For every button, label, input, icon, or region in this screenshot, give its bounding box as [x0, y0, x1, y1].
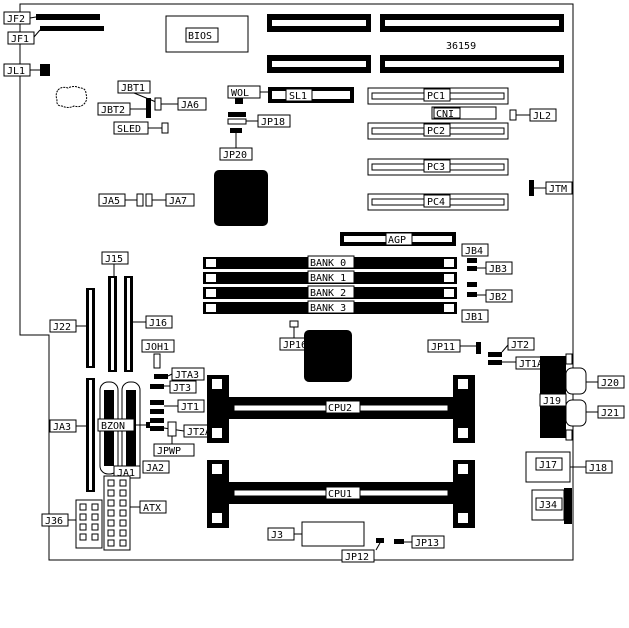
- battery-outline: [55, 86, 88, 108]
- svg-text:BANK 0: BANK 0: [310, 258, 346, 269]
- j22-label: J22: [53, 322, 71, 333]
- jl1-label: JL1: [7, 66, 25, 77]
- jbt2-label: JBT2: [101, 105, 125, 116]
- j18-label: J18: [589, 463, 607, 474]
- atx-label: ATX: [143, 503, 161, 514]
- jt1-label: JT1: [181, 402, 199, 413]
- jt1a-label: JT1A: [519, 359, 543, 370]
- jta3-label: JTA3: [175, 370, 199, 381]
- ja6-label: JA6: [181, 100, 199, 111]
- bios-chip: BIOS: [165, 15, 249, 53]
- j34-label: J34: [539, 500, 557, 511]
- memory-bank-0: BANK 0: [203, 255, 457, 269]
- svg-text:CNI: CNI: [436, 109, 454, 120]
- pci-slot-4: PC4: [367, 193, 509, 211]
- jp12-label: JP12: [345, 552, 369, 563]
- j21-label: J21: [601, 408, 619, 419]
- memory-bank-2: BANK 2: [203, 285, 457, 299]
- j15-label: J15: [105, 254, 123, 265]
- jf2-connector: JF2: [3, 11, 100, 25]
- jt2-label: JT2: [511, 340, 529, 351]
- jf2-label: JF2: [7, 14, 25, 25]
- svg-text:BANK 2: BANK 2: [310, 288, 346, 299]
- jf1-label: JF1: [11, 34, 29, 45]
- joh1-label: JOH1: [145, 342, 169, 353]
- j20-label: J20: [601, 378, 619, 389]
- bios-label: BIOS: [188, 31, 212, 42]
- processor-chip: [304, 330, 352, 382]
- jb2-label: JB2: [489, 292, 507, 303]
- svg-text:CPU1: CPU1: [328, 489, 352, 500]
- agp-slot: AGP: [340, 232, 456, 246]
- jbt1-label: JBT1: [121, 83, 145, 94]
- svg-text:PC1: PC1: [427, 91, 445, 102]
- jb3-label: JB3: [489, 264, 507, 275]
- jp16-label: JP16: [283, 340, 307, 351]
- jb1-label: JB1: [465, 312, 483, 323]
- j17-label: J17: [539, 460, 557, 471]
- jt2a-label: JT2A: [187, 427, 211, 438]
- jpwp-label: JPWP: [157, 446, 181, 457]
- svg-text:PC4: PC4: [427, 197, 445, 208]
- jt3-label: JT3: [173, 383, 191, 394]
- memory-bank-1: BANK 1: [203, 270, 457, 284]
- cpu2-slot: CPU2: [207, 375, 475, 443]
- ja7-label: JA7: [169, 196, 187, 207]
- svg-text:AGP: AGP: [388, 235, 406, 246]
- cpu1-slot: CPU1: [207, 460, 475, 528]
- ja2-label: JA2: [146, 463, 164, 474]
- jp11-label: JP11: [431, 342, 455, 353]
- board-outline: [19, 3, 574, 561]
- sl1-label: SL1: [289, 91, 307, 102]
- svg-text:BANK 1: BANK 1: [310, 273, 346, 284]
- jb4-label: JB4: [465, 246, 483, 257]
- j3-label: J3: [271, 530, 283, 541]
- svg-text:PC2: PC2: [427, 126, 445, 137]
- ja5-label: JA5: [102, 196, 120, 207]
- jp20-label: JP20: [223, 150, 247, 161]
- jp18-label: JP18: [261, 117, 285, 128]
- svg-text:PC3: PC3: [427, 162, 445, 173]
- pci-slot-2: PC2: [367, 122, 509, 140]
- j19-label: J19: [543, 396, 561, 407]
- bzon-label: BZON: [101, 421, 125, 432]
- svg-text:CPU2: CPU2: [328, 403, 352, 414]
- j16-label: J16: [149, 318, 167, 329]
- sled-label: SLED: [117, 124, 141, 135]
- jtm-label: JTM: [549, 184, 567, 195]
- svg-text:BANK 3: BANK 3: [310, 303, 346, 314]
- chipset: [214, 170, 268, 226]
- jl2-label: JL2: [533, 111, 551, 122]
- ja3-label: JA3: [53, 422, 71, 433]
- cni-connector: CNI JL2: [431, 106, 557, 122]
- j36-label: J36: [45, 516, 63, 527]
- wol-label: WOL: [231, 88, 249, 99]
- jl1-jumper: JL1: [3, 63, 50, 77]
- memory-bank-3: BANK 3: [203, 300, 457, 314]
- part-number: 36159: [446, 41, 476, 52]
- pci-slot-1: PC1: [367, 87, 509, 105]
- ja1-label: JA1: [117, 468, 135, 479]
- j3-connector: [301, 521, 365, 547]
- pci-slot-3: PC3: [367, 158, 509, 176]
- jp13-label: JP13: [415, 538, 439, 549]
- jf1-connector: JF1: [7, 26, 104, 45]
